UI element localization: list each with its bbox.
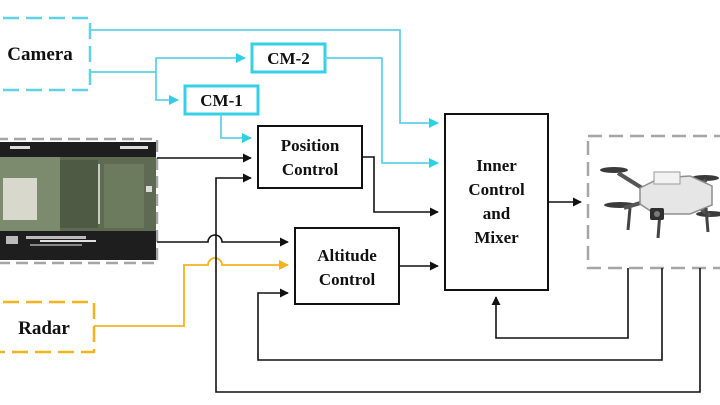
- position-control-line2: Control: [282, 160, 339, 179]
- radar-signal-line: [94, 257, 289, 327]
- camera-block: Camera: [0, 16, 92, 92]
- altitude-control-line1: Altitude: [317, 246, 377, 265]
- inner-control-line2: Control: [468, 180, 525, 199]
- camera-to-cm-branch-line: [90, 53, 246, 73]
- inner-control-line3: and: [483, 204, 511, 223]
- radar-block: Radar: [0, 300, 96, 354]
- cm2-label: CM-2: [267, 49, 309, 68]
- inner-control-mixer-block: Inner Control and Mixer: [444, 113, 549, 291]
- altitude-control-line2: Control: [319, 270, 376, 289]
- feedback-to-position-line: [215, 173, 701, 393]
- control-signal-lines: [157, 153, 701, 393]
- camera-signal-lines: [90, 29, 439, 168]
- inner-control-line1: Inner: [476, 156, 517, 175]
- cm2-to-inner-line: [325, 57, 439, 168]
- camera-label: Camera: [7, 44, 73, 65]
- position-to-inner-line: [362, 156, 439, 217]
- feedback-to-inner-line: [491, 268, 629, 339]
- feedback-to-altitude-line: [257, 268, 663, 361]
- position-control-block: Position Control: [257, 125, 363, 189]
- inner-control-line4: Mixer: [474, 228, 519, 247]
- branch-to-cm1-line: [155, 72, 179, 105]
- drone-image: [586, 134, 720, 270]
- radar-label: Radar: [18, 318, 70, 339]
- cm2-block: CM-2: [250, 42, 327, 74]
- cm1-block: CM-1: [183, 84, 260, 116]
- camera-to-inner-line: [90, 29, 439, 128]
- cm1-label: CM-1: [200, 91, 242, 110]
- video-feed-image: [0, 137, 159, 265]
- video-to-altitude-line: [157, 234, 289, 247]
- cm1-to-position-line: [220, 114, 252, 143]
- position-control-line1: Position: [281, 136, 340, 155]
- altitude-control-block: Altitude Control: [294, 227, 400, 305]
